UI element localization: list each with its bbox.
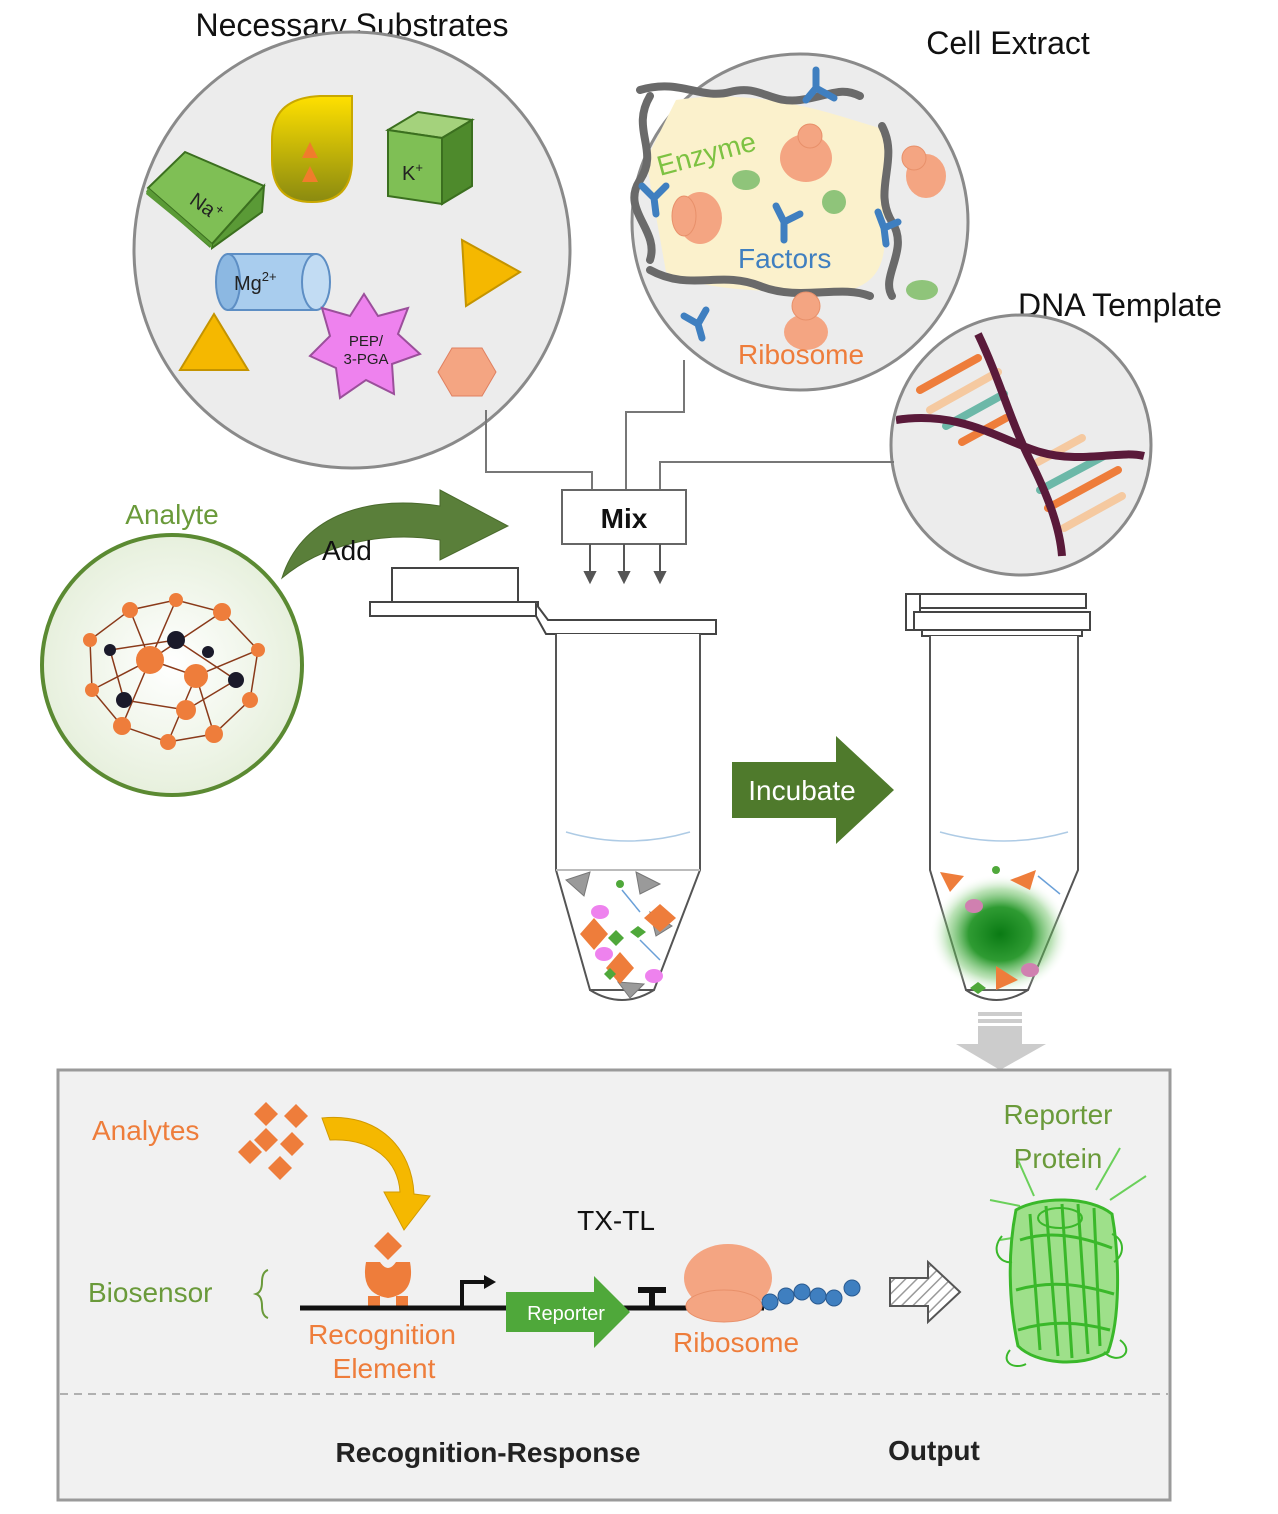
incubate-arrow — [732, 736, 894, 844]
k-cube-icon — [385, 110, 475, 206]
left-tube — [369, 567, 717, 1001]
reporter-gene-label: Reporter — [527, 1303, 605, 1325]
mix-label: Mix — [601, 503, 648, 534]
biosensor-brace — [252, 1269, 269, 1319]
ribosome-label-top: Ribosome — [738, 339, 864, 370]
mix-connectors — [485, 360, 894, 490]
k-label: K+ — [402, 160, 423, 185]
reporter-protein-label-line2: Protein — [1014, 1143, 1103, 1174]
analytes-label: Analytes — [92, 1115, 199, 1146]
mix-box — [561, 489, 687, 545]
mg-cylinder-icon — [215, 253, 331, 311]
incubate-label: Incubate — [748, 775, 855, 806]
footer-output: Output — [888, 1435, 980, 1466]
pep-label-line2: 3-PGA — [343, 351, 388, 368]
add-label: Add — [322, 535, 372, 566]
mechanism-panel — [56, 1068, 1172, 1502]
mix-down-arrows — [583, 544, 667, 585]
glow-rays-icon — [989, 1147, 1147, 1241]
txtl-label: TX-TL — [577, 1205, 655, 1236]
enzyme-blob-icon-1 — [732, 170, 760, 190]
analyte-circle — [40, 533, 304, 797]
recognition-element-label-line1: Recognition — [308, 1319, 456, 1350]
enzyme-blob-icon-3 — [906, 280, 938, 300]
ribosome-icon-3 — [671, 192, 722, 244]
analyte-title: Analyte — [125, 499, 218, 530]
factor-y-icon-5 — [680, 306, 710, 342]
peptide-chain-icon — [761, 1279, 861, 1311]
promoter-arrow-icon — [460, 1280, 486, 1308]
factor-y-icon-3 — [772, 202, 804, 244]
reporter-gene-arrow — [506, 1276, 630, 1348]
recognition-element-label-line2: Element — [333, 1353, 436, 1384]
ribosome-icon-2 — [901, 145, 946, 198]
binding-curved-arrow — [321, 1116, 431, 1231]
na-cube-icon — [146, 150, 266, 250]
biosensor-label: Biosensor — [88, 1277, 213, 1308]
triangle-icon-left — [178, 312, 250, 371]
factors-label: Factors — [738, 243, 831, 274]
factor-y-icon-2 — [638, 182, 670, 218]
cell-extract-title: Cell Extract — [926, 25, 1090, 61]
footer-recognition-response: Recognition-Response — [336, 1437, 641, 1468]
output-hatched-arrow — [889, 1259, 962, 1325]
recognition-element-icon — [364, 1232, 412, 1306]
triangle-icon-right — [460, 238, 522, 308]
ribosome-translating-icon — [684, 1244, 772, 1323]
hexagon-icon — [437, 347, 497, 397]
ribosome-icon-4 — [784, 291, 828, 350]
pep-star-icon — [308, 292, 422, 400]
terminator-icon — [638, 1287, 666, 1308]
substrates-circle: Na+ K+ Mg2+ PEP/ 3-PGA — [132, 30, 572, 470]
analyte-diamonds-icon — [238, 1102, 308, 1180]
ribosome-icon-1 — [780, 123, 832, 182]
add-curved-arrow — [281, 489, 510, 580]
ribosome-label-bottom: Ribosome — [673, 1327, 799, 1358]
gfp-barrel-icon — [995, 1198, 1128, 1368]
factor-y-icon-4 — [874, 208, 902, 248]
factor-y-icon-1 — [802, 66, 838, 104]
dna-template-circle — [889, 313, 1153, 577]
cell-extract-circle: Enzyme Factors Ribosome — [630, 52, 970, 392]
nanoparticle-nodes — [83, 593, 265, 750]
nucleotide-drop-icon — [271, 95, 353, 204]
pep-label-line1: PEP/ — [349, 333, 384, 350]
enzyme-blob-icon-2 — [822, 190, 846, 214]
reporter-protein-label-line1: Reporter — [1004, 1099, 1113, 1130]
left-tube-contents — [565, 871, 676, 999]
mg-label: Mg2+ — [234, 269, 277, 295]
right-tube-contents — [930, 866, 1070, 994]
dna-template-title: DNA Template — [1018, 287, 1222, 323]
output-down-arrow — [956, 1012, 1046, 1070]
